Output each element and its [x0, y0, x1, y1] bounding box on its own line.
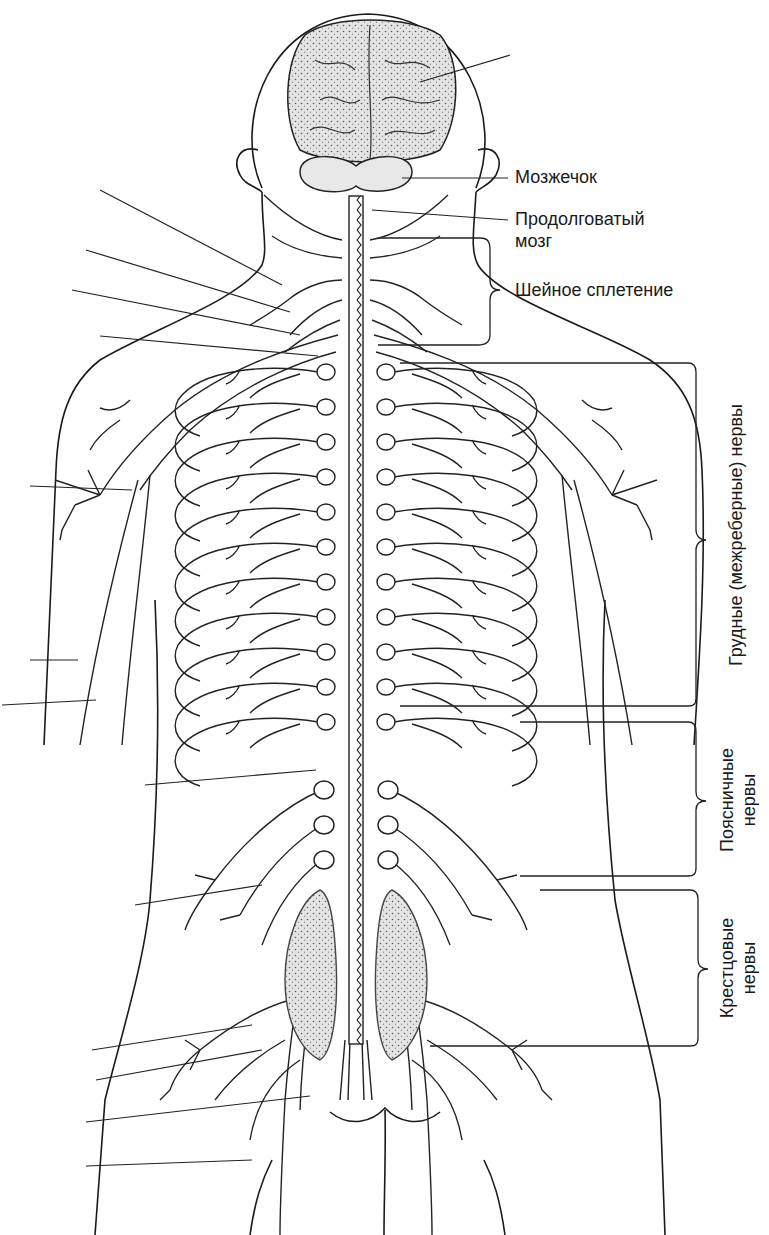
part-label: Шейное сплетение: [515, 279, 745, 301]
region-label: Крестцовые нервы: [716, 909, 760, 1027]
region-label: Грудные (межреберные) нервы: [725, 355, 747, 715]
part-label: Продолговатый мозг: [515, 208, 665, 252]
region-label: Поясничные нервы: [716, 741, 760, 859]
part-label: Мозжечок: [515, 166, 715, 188]
